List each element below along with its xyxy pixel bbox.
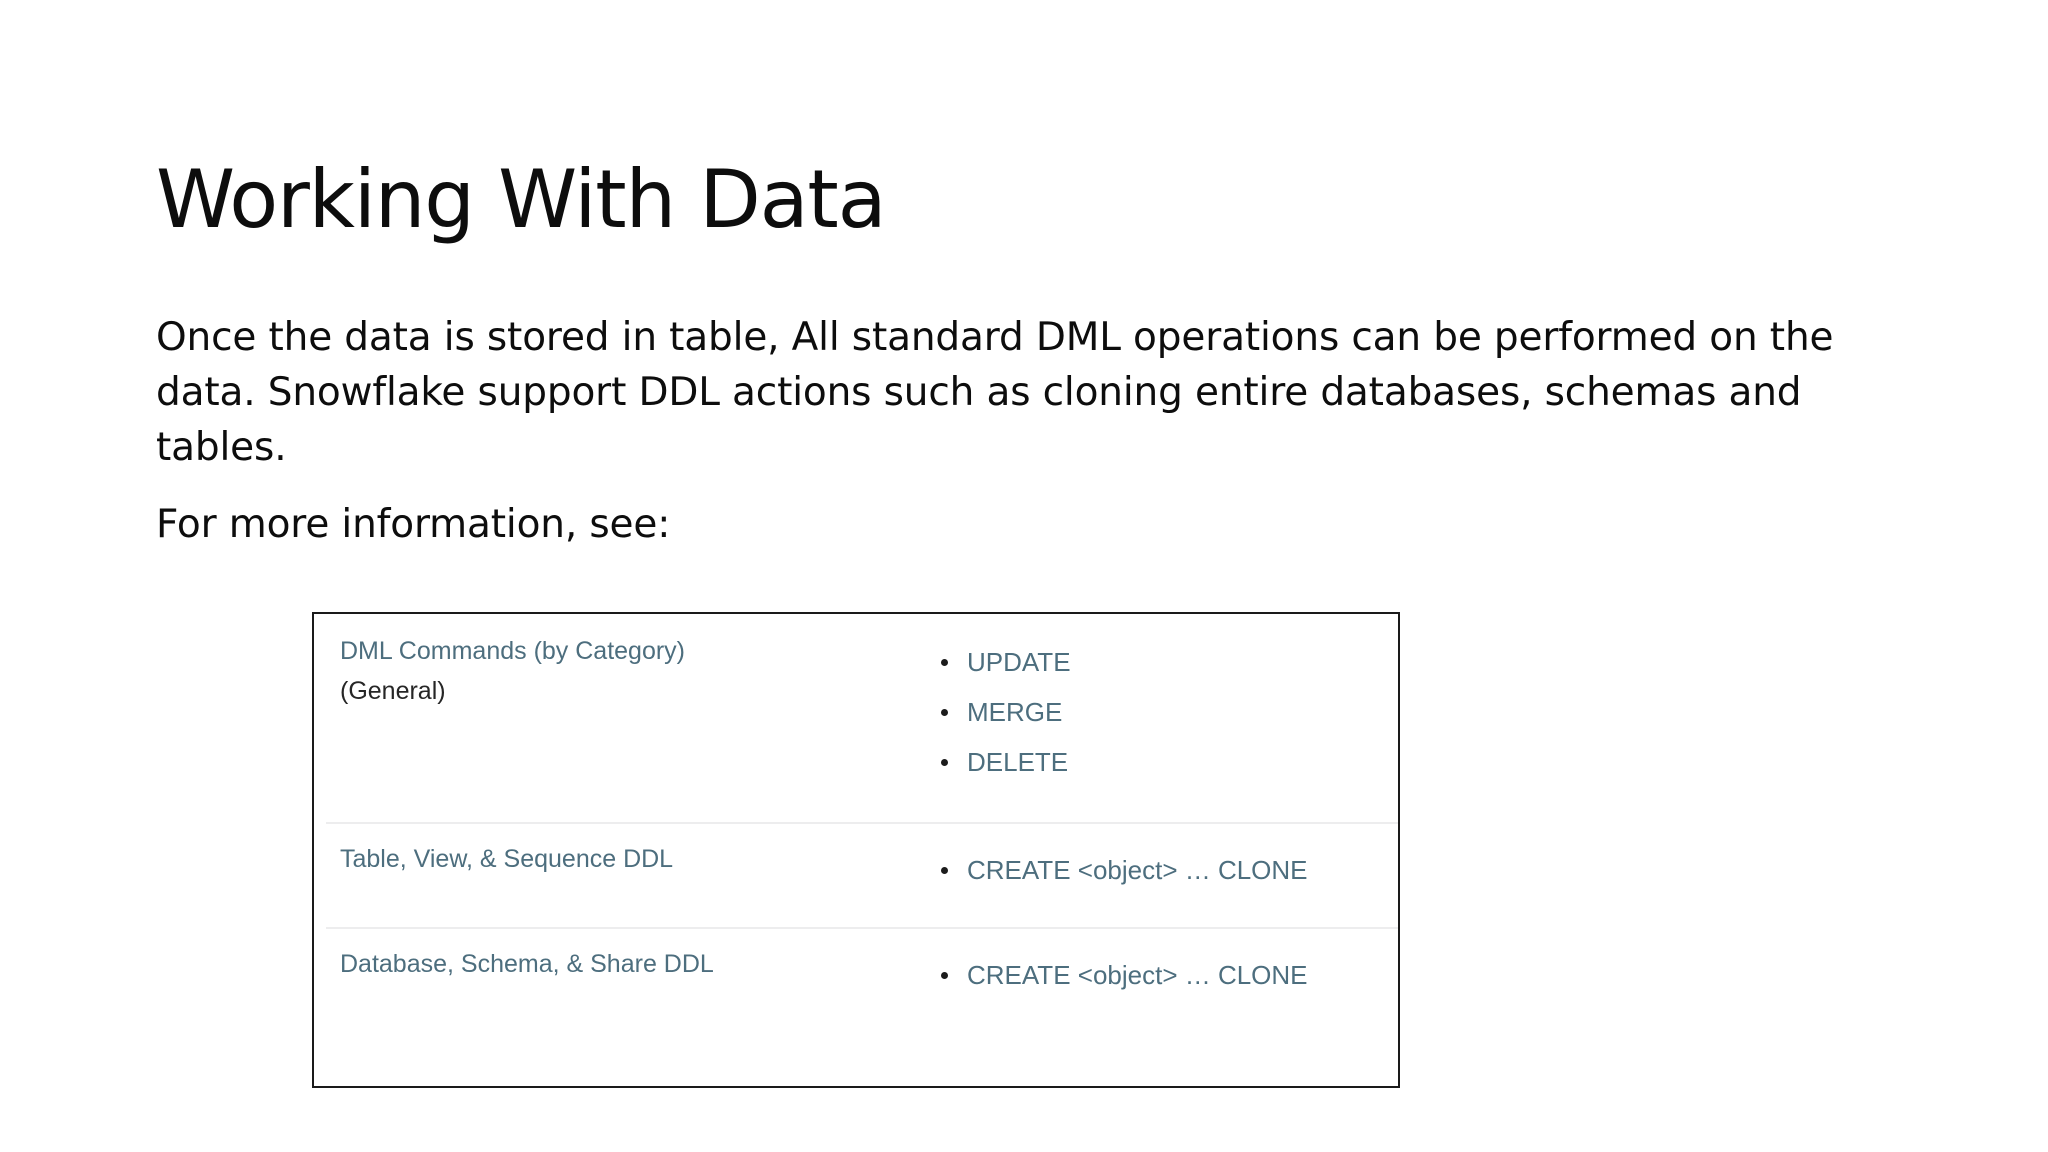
dml-ddl-reference-table: DML Commands (by Category) (General) UPD… — [312, 612, 1400, 1088]
list-item[interactable]: CREATE <object> … CLONE — [931, 950, 1398, 1000]
body-paragraph-2: For more information, see: — [156, 502, 671, 547]
table-row: Table, View, & Sequence DDL CREATE <obje… — [314, 822, 1398, 927]
table-cell-commands: CREATE <object> … CLONE — [931, 927, 1398, 1086]
category-subtitle: (General) — [340, 677, 446, 705]
body-paragraph-1: Once the data is stored in table, All st… — [156, 315, 1834, 470]
table-cell-category: Table, View, & Sequence DDL — [314, 822, 931, 927]
command-list: CREATE <object> … CLONE — [931, 845, 1398, 895]
table-cell-category: DML Commands (by Category) (General) — [314, 614, 931, 822]
table-row: DML Commands (by Category) (General) UPD… — [314, 614, 1398, 822]
list-item[interactable]: DELETE — [931, 737, 1398, 787]
category-link[interactable]: Table, View, & Sequence DDL — [340, 845, 674, 873]
category-link[interactable]: DML Commands (by Category) — [340, 637, 686, 665]
category-link[interactable]: Database, Schema, & Share DDL — [340, 950, 714, 978]
command-list: UPDATE MERGE DELETE — [931, 637, 1398, 787]
table-cell-commands: UPDATE MERGE DELETE — [931, 614, 1398, 822]
table-cell-category: Database, Schema, & Share DDL — [314, 927, 931, 1086]
list-item[interactable]: CREATE <object> … CLONE — [931, 845, 1398, 895]
command-list: CREATE <object> … CLONE — [931, 950, 1398, 1000]
page-title: Working With Data — [156, 152, 887, 246]
body-content: Once the data is stored in table, All st… — [156, 310, 1896, 552]
table-cell-commands: CREATE <object> … CLONE — [931, 822, 1398, 927]
list-item[interactable]: MERGE — [931, 687, 1398, 737]
table-row: Database, Schema, & Share DDL CREATE <ob… — [314, 927, 1398, 1086]
list-item[interactable]: UPDATE — [931, 637, 1398, 687]
